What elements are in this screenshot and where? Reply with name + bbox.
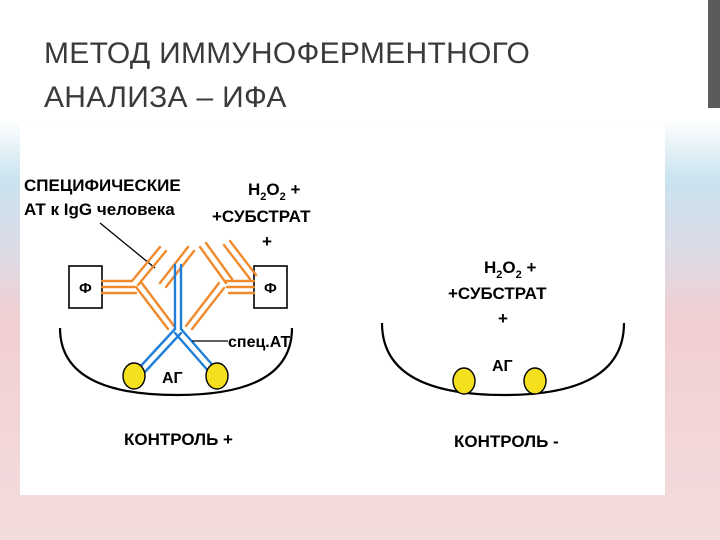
positive-control-panel: СПЕЦИФИЧЕСКИЕ АТ к IgG человека H2O2 + +… (24, 176, 311, 449)
spec-at-label: спец.АТ (228, 334, 291, 351)
elisa-diagram-svg: СПЕЦИФИЧЕСКИЕ АТ к IgG человека H2O2 + +… (24, 176, 626, 451)
slide-title: МЕТОД ИММУНОФЕРМЕНТНОГО АНАЛИЗА – ИФА (44, 32, 530, 120)
slide-edge-bar (708, 0, 720, 108)
left-reagent-line3: + (262, 232, 272, 251)
well-left (58, 327, 294, 397)
antigen-label-right: АГ (492, 358, 513, 375)
enzyme-label-left: Ф (79, 280, 92, 297)
antigen-right-1 (452, 367, 476, 395)
specific-label-pointer (99, 222, 156, 269)
right-reagent-line2: +СУБСТРАТ (448, 284, 547, 303)
caption-negative-control: КОНТРОЛЬ - (454, 432, 559, 451)
caption-positive-control: КОНТРОЛЬ + (124, 430, 233, 449)
right-reagent-line1: H2O2 + (484, 258, 536, 281)
left-reagent-line2: +СУБСТРАТ (212, 207, 311, 226)
specific-antibody-orange (100, 239, 258, 331)
well-right (380, 322, 626, 397)
elisa-diagram: СПЕЦИФИЧЕСКИЕ АТ к IgG человека H2O2 + +… (20, 123, 665, 495)
left-reagent-line1: H2O2 + (248, 180, 300, 203)
specific-antibody-label-line1: СПЕЦИФИЧЕСКИЕ (24, 176, 181, 195)
title-line-2: АНАЛИЗА – ИФА (44, 81, 287, 114)
antigen-left-2 (205, 362, 229, 390)
enzyme-label-right: Ф (264, 280, 277, 297)
right-reagent-line3: + (498, 309, 508, 328)
specific-antibody-label-line2: АТ к IgG человека (24, 200, 175, 219)
antigen-left-1 (122, 362, 146, 390)
human-igg-blue (136, 263, 218, 375)
negative-control-panel: H2O2 + +СУБСТРАТ + АГ КОНТРОЛЬ - (380, 258, 626, 451)
antigen-label-left: АГ (162, 370, 183, 387)
title-line-1: МЕТОД ИММУНОФЕРМЕНТНОГО (44, 37, 531, 70)
antigen-right-2 (523, 367, 547, 395)
